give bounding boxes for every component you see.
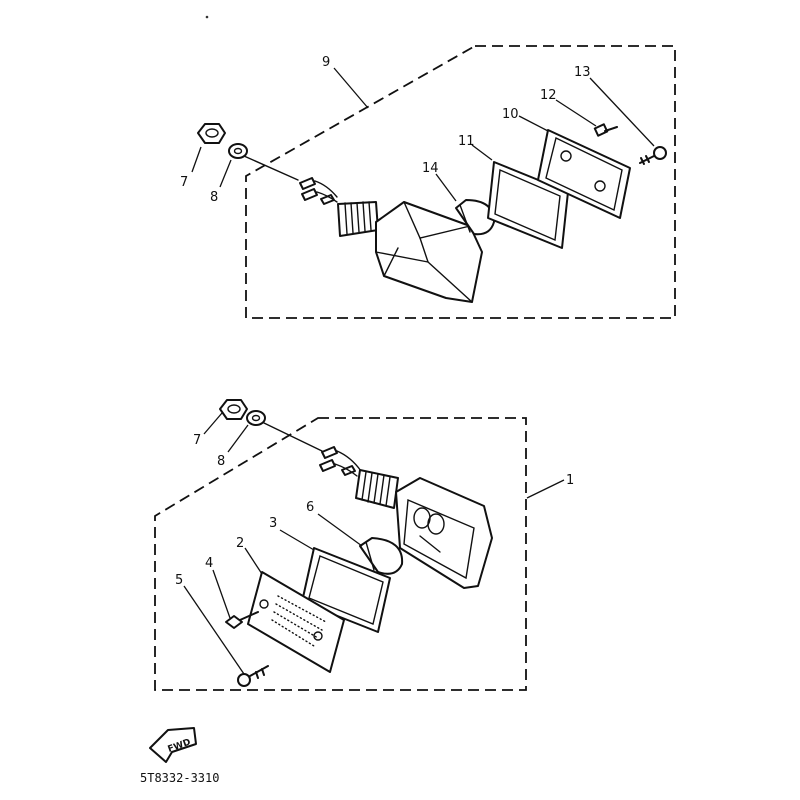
bottom-leader-lines [183, 412, 565, 675]
top-bulb-14 [455, 199, 495, 236]
bottom-assembly: 7 8 1 6 3 2 4 5 [154, 399, 574, 691]
callout-6: 6 [306, 500, 314, 515]
callout-3: 3 [269, 516, 277, 531]
bottom-gasket-3 [301, 547, 391, 633]
top-wire-connectors [299, 177, 338, 205]
bottom-lens-2 [247, 571, 345, 673]
bottom-housing-1 [395, 477, 493, 589]
diagram-code: 5T8332-3310 [140, 771, 219, 785]
top-lens-10 [537, 129, 631, 219]
top-assembly-boundary [245, 45, 676, 319]
top-assembly: 9 7 8 14 11 10 12 13 [180, 45, 676, 319]
bottom-threaded-stem [355, 469, 399, 509]
callout-7-bottom: 7 [193, 433, 201, 448]
callout-1: 1 [566, 473, 574, 488]
bottom-screw-4 [225, 611, 259, 629]
top-threaded-stem [337, 201, 379, 237]
callout-8-top: 8 [210, 190, 218, 205]
top-nut-7 [197, 123, 226, 144]
callout-4: 4 [205, 556, 213, 571]
bottom-wire-connectors [319, 446, 362, 477]
callout-5: 5 [175, 573, 183, 588]
bottom-screw-5 [237, 665, 269, 687]
top-screw-13 [639, 146, 667, 165]
bottom-bulb-6 [359, 537, 404, 575]
callout-7-top: 7 [180, 175, 188, 190]
callout-8-bottom: 8 [217, 454, 225, 469]
bottom-assembly-boundary [154, 417, 527, 691]
callout-13: 13 [574, 65, 591, 80]
bottom-washer-8 [246, 410, 266, 426]
callout-14: 14 [422, 161, 439, 176]
callout-2: 2 [236, 536, 244, 551]
callout-10: 10 [502, 107, 519, 122]
top-washer-8 [228, 143, 248, 159]
bottom-nut-7 [219, 399, 248, 420]
callout-9: 9 [322, 55, 330, 70]
top-housing-9 [375, 201, 483, 303]
top-screw-12 [593, 123, 618, 137]
callout-12: 12 [540, 88, 557, 103]
top-leader-lines [191, 67, 655, 202]
stray-dot [205, 15, 209, 19]
callout-11: 11 [458, 134, 475, 149]
fwd-arrow-icon: FWD [149, 727, 197, 763]
